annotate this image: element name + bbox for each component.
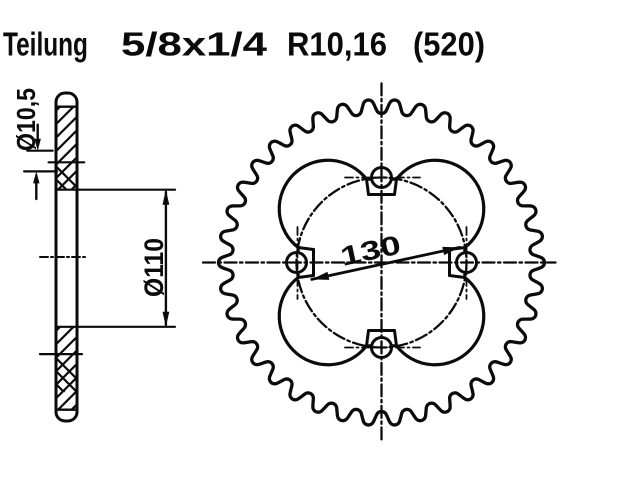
svg-text:5/8x1/4: 5/8x1/4 — [121, 26, 268, 63]
svg-text:R10,16: R10,16 — [287, 26, 387, 63]
svg-text:(520): (520) — [413, 26, 485, 63]
svg-text:Teilung: Teilung — [3, 27, 88, 63]
svg-text:Ø110: Ø110 — [139, 238, 169, 297]
svg-text:Ø10,5: Ø10,5 — [11, 88, 41, 151]
